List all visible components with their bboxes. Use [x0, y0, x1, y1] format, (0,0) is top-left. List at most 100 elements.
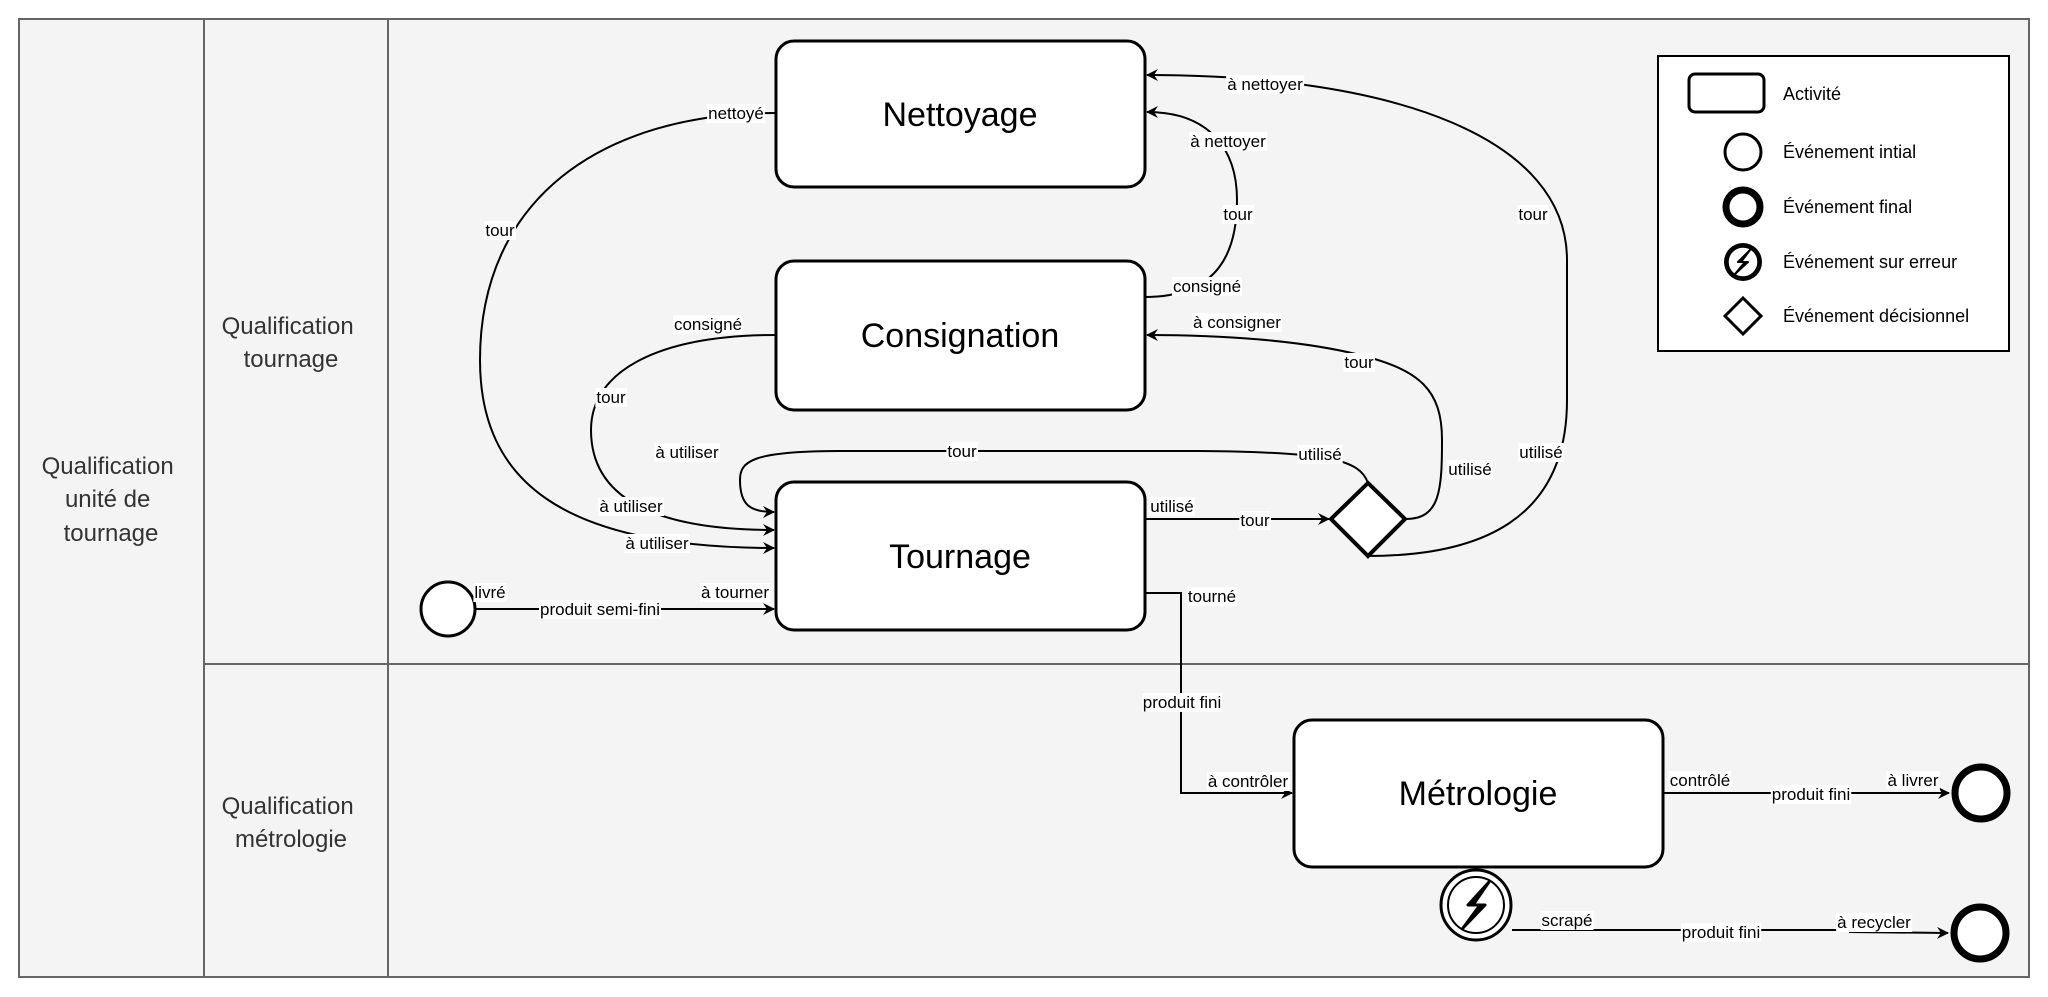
edge-label-background: [1886, 771, 1940, 790]
edge-label: tour: [947, 442, 977, 461]
edge-label-background: [1226, 75, 1305, 94]
edge-label: consigné: [674, 315, 742, 334]
edge-label-background: [1222, 205, 1254, 224]
edge-label: tour: [485, 221, 515, 240]
legend-final-event-symbol: [1722, 186, 1764, 228]
edge-label-background: [1343, 353, 1375, 372]
activity-label: Nettoyage: [883, 96, 1038, 134]
edge-label-background: [1297, 445, 1343, 464]
edge-label-background: [624, 534, 690, 553]
edge-label-background: [473, 583, 507, 602]
pool-title: Qualification unité de tournage: [42, 453, 181, 547]
activity-nettoyage[interactable]: Nettoyage: [774, 39, 1147, 189]
activity-box[interactable]: [774, 259, 1147, 412]
edge-label: tour: [1344, 353, 1374, 372]
edge-label: scrapé: [1541, 911, 1592, 930]
edge-label-background: [707, 104, 765, 123]
edge-label-background: [654, 443, 720, 462]
edge-label: consigné: [1173, 277, 1241, 296]
edge-label-background: [1517, 205, 1549, 224]
edge-label-background: [1770, 785, 1852, 804]
activity-label: Consignation: [861, 317, 1059, 355]
legend-label: Événement intial: [1783, 142, 1916, 162]
edge-consignation-to-tournage[interactable]: [589, 334, 777, 536]
activity-box[interactable]: [1292, 718, 1665, 869]
edge-label-background: [1540, 911, 1594, 930]
start-event[interactable]: [419, 580, 477, 638]
edge-label: tour: [1240, 511, 1270, 530]
edge-label: à utiliser: [655, 443, 719, 462]
decision-gateway[interactable]: [1328, 480, 1408, 559]
edge-label: produit fini: [1682, 923, 1760, 942]
lightning-icon: [1461, 880, 1491, 930]
edge-label-background: [484, 221, 516, 240]
edge-label-background: [672, 315, 744, 334]
edge-label-background: [595, 388, 627, 407]
edge-label: produit fini: [1772, 785, 1850, 804]
lightning-icon: [1734, 249, 1751, 275]
pool-title-line: Qualification: [42, 453, 174, 480]
edge-label: utilisé: [1519, 443, 1562, 462]
activity-box[interactable]: [774, 480, 1147, 632]
edge-label: à livrer: [1887, 771, 1938, 790]
activity-box[interactable]: [774, 39, 1147, 189]
edge-label: à tourner: [701, 583, 769, 602]
edge-label: à recycler: [1837, 913, 1911, 932]
edge-decision-to-nettoyage[interactable]: [1146, 69, 1568, 557]
activity-metrologie[interactable]: Métrologie: [1292, 718, 1665, 869]
edge-label-background: [1680, 923, 1762, 942]
edge-label-background: [1149, 497, 1195, 516]
edge-label: produit fini: [1143, 693, 1221, 712]
edge-label: utilisé: [1448, 460, 1491, 479]
legend-error-event-symbol: [1724, 243, 1762, 281]
legend-label: Activité: [1783, 84, 1841, 104]
edge-label-background: [1239, 511, 1271, 530]
edge-label-background: [1189, 132, 1268, 151]
activity-label: Métrologie: [1399, 775, 1558, 813]
edge-label: produit semi-fini: [540, 600, 660, 619]
activity-label: Tournage: [889, 538, 1031, 576]
edge-label: contrôlé: [1670, 771, 1730, 790]
end-event-recycler[interactable]: [1950, 903, 2010, 963]
edge-label: à consigner: [1193, 313, 1281, 332]
edge-label-background: [598, 497, 664, 516]
edge-nettoyage-to-tournage[interactable]: [478, 112, 777, 554]
edge-label-background: [1171, 277, 1243, 296]
edge-label-background: [1206, 772, 1290, 791]
pool-title-line: unité de: [65, 486, 150, 513]
lane-title-line: Qualification: [222, 313, 354, 340]
edge-label-background: [1192, 313, 1283, 332]
edge-label: à nettoyer: [1227, 75, 1303, 94]
edge-label: utilisé: [1298, 445, 1341, 464]
edge-label: utilisé: [1150, 497, 1193, 516]
edge-label-background: [1518, 443, 1564, 462]
edge-label: tour: [596, 388, 626, 407]
edge-label: tourné: [1188, 587, 1236, 606]
edge-labels: livré produit semi-fini à tourner nettoyé to…: [473, 75, 1940, 942]
pool-title-line: tournage: [64, 520, 159, 547]
end-event-livrer[interactable]: [1951, 763, 2011, 823]
edge-decision-to-consignation[interactable]: [1146, 329, 1444, 520]
edge-label-background: [1668, 771, 1732, 790]
legend-label: Événement sur erreur: [1783, 252, 1957, 272]
edge-label-background: [1836, 913, 1913, 932]
legend-label: Événement final: [1783, 197, 1912, 217]
lane-title-line: métrologie: [235, 826, 347, 853]
lane-title-tournage: Qualification tournage: [222, 313, 361, 373]
edge-label-background: [946, 442, 978, 461]
edge-label-background: [539, 600, 661, 619]
legend-initial-event-symbol: [1723, 132, 1763, 172]
edge-label-background: [1186, 587, 1238, 606]
edge-label: livré: [474, 583, 505, 602]
activity-tournage[interactable]: Tournage: [774, 480, 1147, 632]
activity-consignation[interactable]: Consignation: [774, 259, 1147, 412]
edge-label-background: [1447, 460, 1493, 479]
error-event[interactable]: [1439, 868, 1513, 942]
lane-title-line: tournage: [244, 346, 339, 373]
edge-label-background: [1141, 693, 1223, 712]
legend-decision-event-symbol: [1722, 295, 1764, 337]
edge-label: nettoyé: [708, 104, 764, 123]
lane-title-metrologie: Qualification métrologie: [222, 793, 361, 853]
legend: Activité Événement intial Événement fina…: [1657, 55, 2010, 352]
